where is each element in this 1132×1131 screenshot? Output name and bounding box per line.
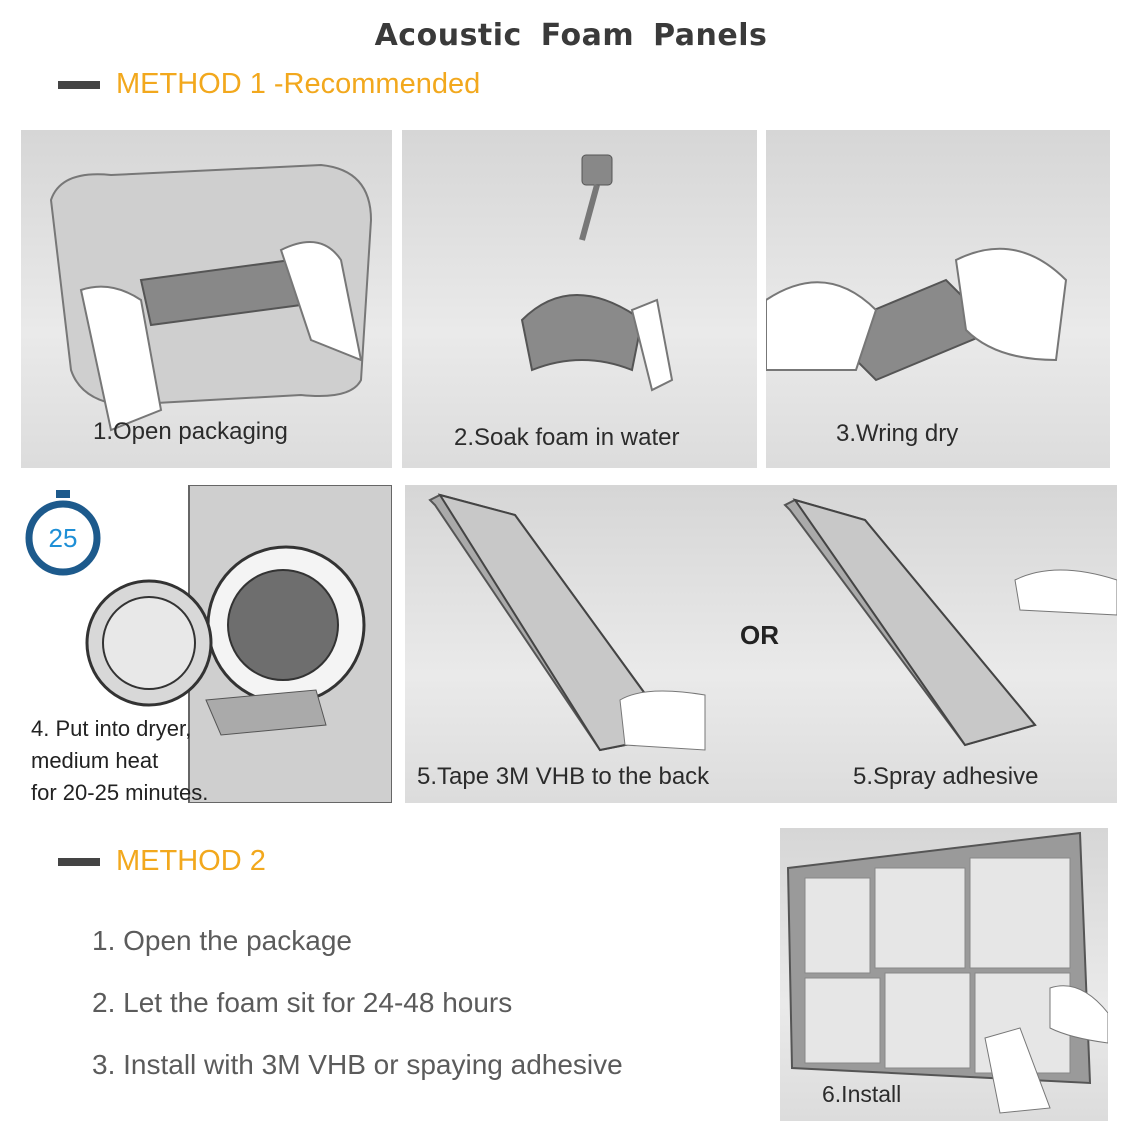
step-6-caption: 6.Install <box>822 1081 902 1107</box>
step-5-panel: 5.Tape 3M VHB to the back 5.Spray adhesi… <box>405 485 1117 803</box>
wring-hands-icon <box>766 247 1068 382</box>
step-4-panel: 25 4. Put into dryer, medium heat for 20… <box>21 485 392 803</box>
heading-bar <box>58 857 100 866</box>
method-2-label: METHOD 2 <box>116 845 266 877</box>
step-2-caption: 2.Soak foam in water <box>454 424 680 451</box>
step-4-caption: 4. Put into dryer, medium heat for 20-25… <box>31 716 209 803</box>
open-package-icon <box>49 163 373 432</box>
method-2-step: 3. Install with 3M VHB or spaying adhesi… <box>92 1049 623 1080</box>
page-title: Acoustic Foam Panels <box>374 18 768 53</box>
or-label: OR <box>740 620 779 650</box>
faucet-soak-icon <box>520 154 674 392</box>
method-2-steps: 1. Open the package 2. Let the foam sit … <box>92 925 623 1111</box>
method-2-heading: METHOD 2 <box>58 845 266 878</box>
step-1-caption: 1.Open packaging <box>93 418 288 445</box>
tape-and-spray-icon <box>428 493 1117 752</box>
step-6-panel: 6.Install <box>780 828 1108 1121</box>
step-3-caption: 3.Wring dry <box>836 420 959 447</box>
step-3-panel: 3.Wring dry <box>766 130 1110 468</box>
method-1-label: METHOD 1 -Recommended <box>116 68 481 100</box>
step-2-panel: 2.Soak foam in water <box>402 130 757 468</box>
heading-bar <box>58 80 100 89</box>
dryer-icon: 25 <box>25 485 392 803</box>
step-5b-caption: 5.Spray adhesive <box>853 763 1039 790</box>
method-1-heading: METHOD 1 -Recommended <box>58 68 480 101</box>
step-1-panel: 1.Open packaging <box>21 130 392 468</box>
wall-install-icon <box>786 831 1108 1114</box>
method-2-step: 1. Open the package <box>92 925 352 956</box>
method-2-step: 2. Let the foam sit for 24-48 hours <box>92 987 513 1018</box>
step-5a-caption: 5.Tape 3M VHB to the back <box>417 763 710 790</box>
timer-icon: 25 <box>25 490 101 576</box>
svg-text:25: 25 <box>49 523 78 553</box>
